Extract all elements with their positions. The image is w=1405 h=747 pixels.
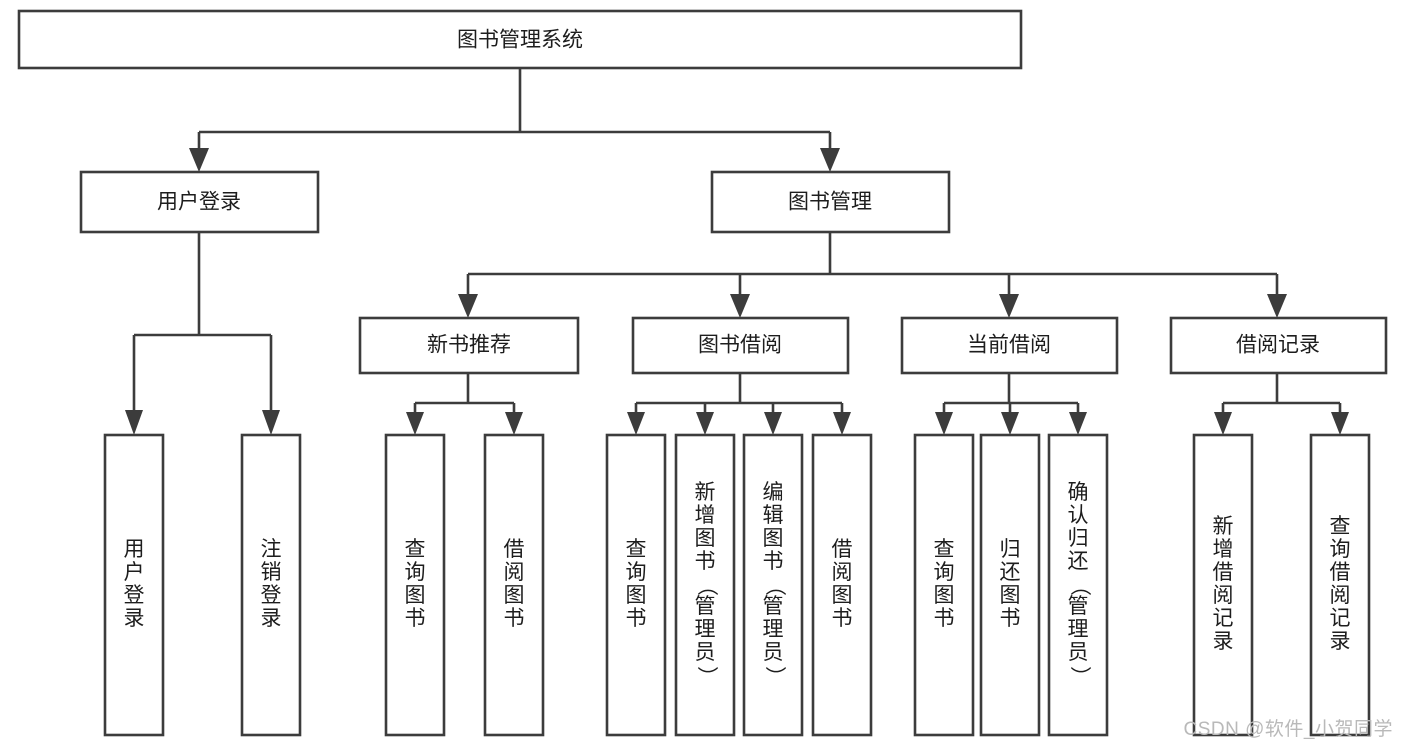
node-borrowing-record-label: 借阅记录: [1236, 334, 1320, 357]
node-user-login-label: 用户登录: [157, 191, 241, 214]
arrow-head-leaf-borrow-book-b: [833, 412, 851, 435]
csdn-watermark: CSDN @软件_小贺同学: [1183, 719, 1393, 740]
leaf-box-query-book-new[interactable]: [384, 433, 446, 737]
node-book-management-label: 图书管理: [788, 191, 872, 214]
arrow-head-leaf-add-record: [1214, 412, 1232, 435]
arrow-head-book-borrow: [730, 294, 750, 318]
arrow-head-borrow-record: [1267, 294, 1287, 318]
leaf-box-confirm-return-admin[interactable]: [1047, 433, 1109, 737]
connectors-borrow-record-to-leaves: [1214, 373, 1349, 435]
arrow-head-leaf-logout: [262, 410, 280, 435]
arrow-head-book-manage: [820, 148, 840, 172]
arrow-head-user-login: [189, 148, 209, 172]
leaf-box-query-book-borrow[interactable]: [605, 433, 667, 737]
connectors-user-login-to-leaves: [125, 232, 280, 435]
arrow-head-leaf-return-book: [1001, 412, 1019, 435]
arrow-head-leaf-user-login: [125, 410, 143, 435]
connectors-root-to-level2: [189, 68, 840, 172]
leaf-box-logout[interactable]: [240, 433, 302, 737]
connectors-new-book-to-leaves: [406, 373, 523, 435]
node-current-borrowing[interactable]: [900, 316, 1119, 375]
node-user-login[interactable]: [79, 170, 320, 234]
arrow-head-new-book: [458, 294, 478, 318]
arrow-head-leaf-query-book-c: [935, 412, 953, 435]
connectors-current-borrow-to-leaves: [935, 373, 1087, 435]
node-book-management[interactable]: [710, 170, 951, 234]
node-root-book-management-system[interactable]: [17, 9, 1023, 70]
leaf-box-add-borrow-record[interactable]: [1192, 433, 1254, 737]
arrow-head-leaf-query-book-a: [406, 412, 424, 435]
leaf-box-query-book-current[interactable]: [913, 433, 975, 737]
arrow-head-leaf-edit-book: [764, 412, 782, 435]
node-borrowing-record[interactable]: [1169, 316, 1388, 375]
arrow-head-leaf-query-book-b: [627, 412, 645, 435]
leaf-box-add-book-admin[interactable]: [674, 433, 736, 737]
arrow-head-leaf-borrow-book-a: [505, 412, 523, 435]
arrow-head-leaf-confirm-return: [1069, 412, 1087, 435]
node-new-book-recommendation-label: 新书推荐: [427, 334, 511, 357]
leaf-box-edit-book-admin[interactable]: [742, 433, 804, 737]
node-book-borrowing[interactable]: [631, 316, 850, 375]
node-book-borrowing-label: 图书借阅: [698, 334, 782, 357]
leaf-box-return-book[interactable]: [979, 433, 1041, 737]
leaf-box-query-borrow-record[interactable]: [1309, 433, 1371, 737]
leaf-box-borrow-book-borrow[interactable]: [811, 433, 873, 737]
node-root-label: 图书管理系统: [457, 29, 583, 52]
leaf-box-borrow-book-new[interactable]: [483, 433, 545, 737]
arrow-head-current-borrow: [999, 294, 1019, 318]
connectors-book-manage-to-level3: [458, 232, 1287, 318]
leaf-box-user-login[interactable]: [103, 433, 165, 737]
connectors-book-borrow-to-leaves: [627, 373, 851, 435]
arrow-head-leaf-query-record: [1331, 412, 1349, 435]
arrow-head-leaf-add-book: [696, 412, 714, 435]
node-new-book-recommendation[interactable]: [358, 316, 580, 375]
node-current-borrowing-label: 当前借阅: [967, 334, 1051, 357]
